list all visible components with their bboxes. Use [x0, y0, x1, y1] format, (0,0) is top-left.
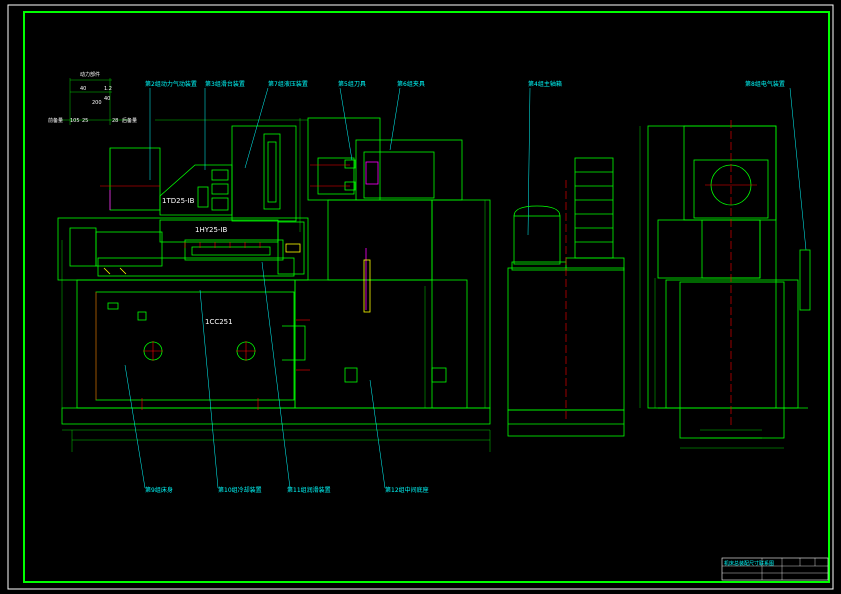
leader-lines: [124, 87, 807, 489]
callout-top-3: 第5组刀具: [338, 80, 366, 88]
callout-bottom-3: 第12组中间底座: [385, 486, 429, 494]
dim-top-left-1: 40: [80, 86, 86, 92]
dim-left-row-2: 25: [82, 118, 88, 124]
title-block-name: 机床总装配尺寸联系图: [724, 560, 774, 567]
callout-top-4: 第6组夹具: [397, 80, 425, 88]
front-view: [57, 117, 491, 425]
dimension-labels: 动力部件 40 200 1.2 40 前备量 105 25 28 后备量: [48, 71, 137, 124]
tool-marks: [109, 161, 379, 310]
inner-border: [23, 11, 830, 583]
model-base: 1CC251: [205, 318, 233, 326]
model-unit-a: 1TD25-IB: [162, 197, 195, 205]
dim-left-row-4: 后备量: [122, 117, 137, 124]
callout-labels: 第2组动力气动装置 第3组滑台装置 第5组刀具 第6组夹具 第4组主轴箱 第7组…: [145, 80, 785, 494]
end-centerline: [705, 120, 757, 428]
dim-left-row-1: 105: [70, 118, 80, 124]
dim-top-left-3: 1.2: [104, 86, 112, 92]
dim-left-row-0: 前备量: [48, 117, 63, 124]
callout-top-0: 第2组动力气动装置: [145, 80, 197, 88]
center-lines: [95, 164, 350, 410]
callout-top-2: 第4组主轴箱: [528, 80, 562, 88]
side-view: [507, 157, 625, 437]
dim-left-row-3: 28: [112, 118, 118, 124]
front-dimensions: [61, 78, 491, 452]
title-block: 机床总装配尺寸联系图: [721, 557, 829, 581]
outer-border: [7, 4, 834, 590]
callout-mid: 第7组液压装置: [268, 80, 308, 88]
end-dimensions: [639, 126, 784, 449]
model-unit-b: 1HY25-IB: [195, 226, 227, 234]
callout-bottom-0: 第9组床身: [145, 486, 173, 494]
dim-top-left-0: 动力部件: [80, 71, 100, 78]
callout-bottom-2: 第11组润滑装置: [287, 486, 331, 494]
fittings: [103, 243, 371, 313]
end-view: [647, 125, 811, 439]
dim-top-left-2: 200: [92, 100, 102, 106]
callout-top-1: 第3组滑台装置: [205, 80, 245, 88]
callout-bottom-1: 第10组冷却装置: [218, 486, 262, 494]
dim-top-left-4: 40: [104, 96, 110, 102]
callout-right: 第8组电气装置: [745, 80, 785, 88]
model-labels: 1TD25-IB 1HY25-IB 1CC251: [162, 197, 233, 326]
